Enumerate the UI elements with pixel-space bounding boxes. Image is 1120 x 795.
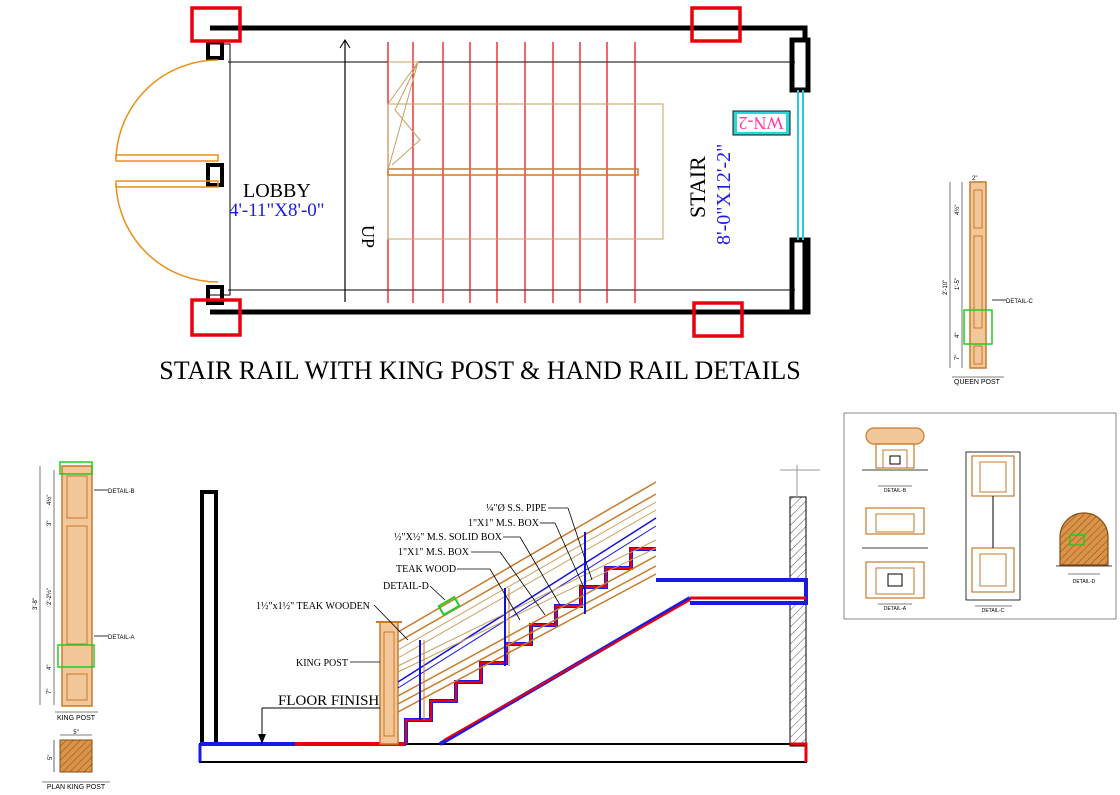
detail-d-marker [437,595,461,617]
kp-caption: KING POST [57,715,96,722]
teak-rail [397,555,657,697]
qp-dim-4: 4" [955,333,961,338]
panel-detail-c-caption: DETAIL-C [982,608,1005,614]
ss-pipe-label: ¼"Ø S.S. PIPE [486,503,547,514]
qp-detail-c-label: DETAIL-C [1006,299,1034,305]
kp-detail-b-label: DETAIL-B [108,489,135,495]
plan-kp-caption: PLAN KING POST [47,784,106,791]
kp-dim-3: 3" [47,521,53,526]
details-panel: DETAIL-B DETAIL-A DETAIL-C [843,412,1117,620]
qp-caption: QUEEN POST [954,379,1001,386]
detail-b-drawing: DETAIL-B [862,427,928,494]
door-swing [115,59,219,283]
panel-detail-d-caption: DETAIL-D [1073,579,1096,585]
qp-dim-1: 1'-5" [955,278,961,290]
teak-rail [397,547,657,673]
kp-dim-2: 4½" [46,495,53,505]
window-glazing [797,90,804,240]
kp-dim-1: 2'-2½" [46,588,53,605]
stair-label: STAIR [685,156,710,218]
window-tag: WN-2 [732,110,791,136]
railing [397,481,657,720]
lobby-label: LOBBY [243,180,311,202]
king-post-label: KING POST [296,658,348,669]
floor-plan: LOBBY 4'-11"X8'-0" UP STAIR 8'-0"X12'-2"… [115,6,811,338]
panel-detail-a-caption: DETAIL-A [884,606,907,612]
kp-detail-a-label: DETAIL-A [108,635,135,641]
queen-post-detail: DETAIL-C 2'-10" 1'-5" 4½" 2" 4" 7" QUEEN… [943,176,1034,386]
qp-dim-3: 2" [972,176,977,182]
teak-rail [397,573,657,713]
detail-c-drawing: DETAIL-C [965,451,1021,614]
teak-wooden-label: 1½"x1½" TEAK WOODEN [256,601,370,612]
plan-king-post [59,739,93,773]
detail-a-drawing: DETAIL-A [862,507,928,612]
plan-bottom-wall [210,240,808,315]
ms-box-label: 1"X1" M.S. BOX [398,547,470,558]
ms-box-label-2: 1"X1" M.S. BOX [468,518,540,529]
lobby-size: 4'-11"X8'-0" [229,200,325,221]
window-tag-text: WN-2 [739,113,784,133]
columns [190,6,744,338]
up-label: UP [358,225,378,248]
qp-dim-5: 7" [955,355,961,360]
handrail-plan [387,168,639,176]
drawing-title: STAIR RAIL WITH KING POST & HAND RAIL DE… [159,356,800,385]
king-post-elevation [376,621,402,745]
qp-dim-2: 4½" [954,205,961,215]
teak-rail [397,539,657,667]
plan-kp-dim-w: 5" [73,730,78,736]
teak-wood-label: TEAK WOOD [396,564,456,575]
teak-rail [397,509,657,659]
teak-rail [397,481,657,633]
panel-detail-b-caption: DETAIL-B [884,488,907,494]
plan-kp-dim-h: 5" [48,755,54,760]
floor-finish-label: FLOOR FINISH [278,693,379,709]
solid-box-label: ½"X½" M.S. SOLID BOX [394,532,503,543]
king-post-detail: DETAIL-B DETAIL-A 3'-8" 2'-2½" 4½" 3" 4"… [33,461,135,791]
kp-dim-4: 4" [47,665,53,670]
qp-dim-0: 2'-10" [943,280,949,295]
teak-rail [397,565,657,705]
kp-dim-5: 7" [47,689,53,694]
ms-box-rail [397,517,657,683]
detail-d-label: DETAIL-D [383,581,429,592]
teak-rail [397,493,657,643]
teak-rail [397,501,657,651]
stair-section: FLOOR FINISH KING POST 1½"x1½" TEAK WOOD… [198,465,820,763]
ms-box-rail [397,525,657,689]
stair-treads [387,42,636,303]
kp-dim-0: 3'-8" [33,598,39,610]
detail-d-drawing: DETAIL-D [1056,512,1112,585]
plan-top-wall [210,25,808,40]
stair-size: 8'-0"X12'-2" [713,144,735,245]
